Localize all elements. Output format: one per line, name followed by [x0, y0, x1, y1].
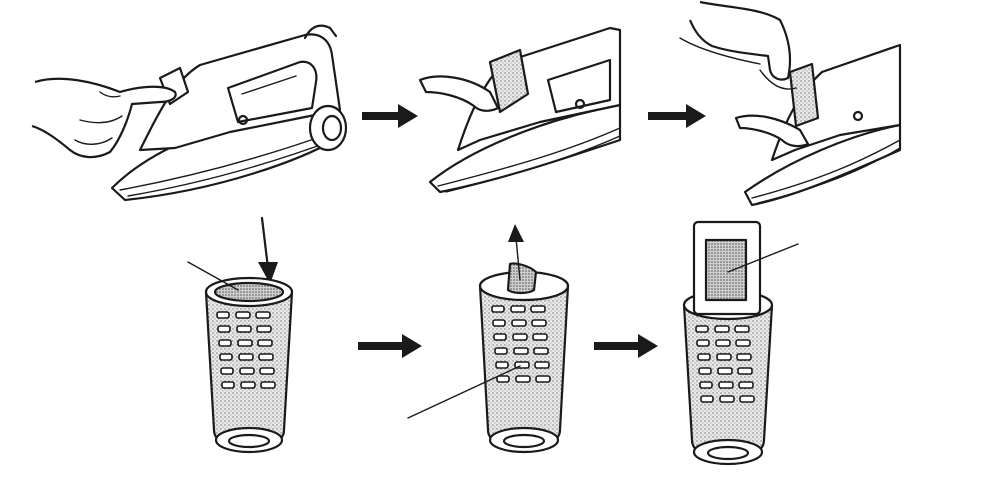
leader-line-2	[407, 365, 521, 419]
insert-arrow	[258, 216, 278, 284]
cartridge-2	[407, 224, 570, 454]
leader-line-1	[187, 261, 239, 291]
cartridge-slot	[488, 48, 530, 114]
open-cover	[418, 75, 500, 112]
step-arrow-4	[594, 334, 658, 358]
remove-arrow	[515, 237, 521, 281]
iron-cord	[303, 24, 338, 40]
iron-body	[138, 33, 342, 152]
step-arrow-2	[648, 104, 706, 128]
hand-pulling	[688, 0, 791, 81]
iron-panel-1	[31, 24, 348, 202]
cartridge-1	[187, 261, 294, 454]
hand-pressing	[31, 77, 177, 159]
cartridge-pulled	[788, 62, 820, 128]
step-arrow-1	[362, 104, 418, 128]
cartridge-3	[682, 220, 799, 466]
cartridge-1-granules	[213, 281, 285, 303]
leader-line-3	[727, 243, 799, 273]
iron-panel-3	[679, 0, 902, 207]
iron-panel-2	[418, 26, 622, 194]
cartridge-2-insert	[506, 262, 538, 295]
cartridge-1-slots	[216, 311, 276, 389]
refill-pack-window	[704, 238, 748, 302]
cartridge-2-slots	[491, 305, 551, 383]
step-arrow-3	[358, 334, 422, 358]
cartridge-3-slots	[695, 325, 755, 403]
